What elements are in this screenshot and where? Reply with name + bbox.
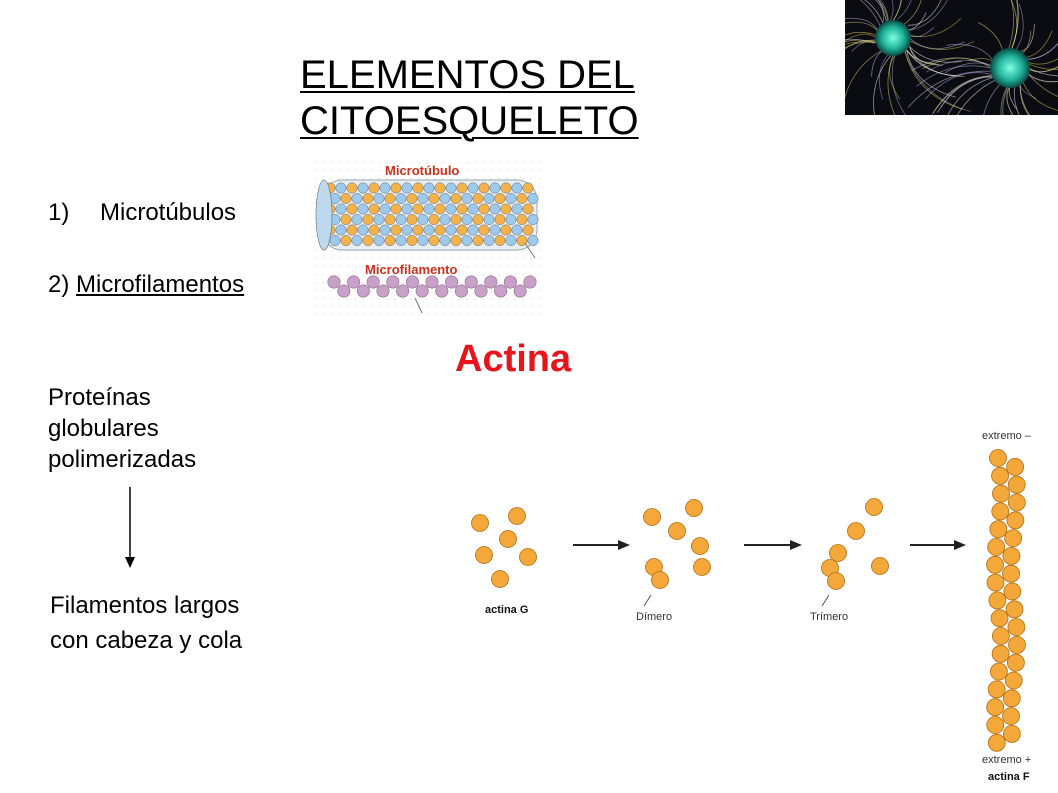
minus-end-label: extremo – bbox=[982, 430, 1032, 442]
dimer-label: Dímero bbox=[636, 611, 672, 623]
proteins-line-3: polimerizadas bbox=[48, 446, 197, 473]
actin-heading: Actina bbox=[455, 338, 572, 380]
list-label-microfilaments: Microfilamentos bbox=[76, 271, 245, 298]
trimer-label: Trímero bbox=[810, 611, 848, 623]
title-line-1: ELEMENTOS DEL bbox=[300, 53, 635, 97]
arrow-2-icon bbox=[744, 540, 802, 550]
page-title: ELEMENTOS DEL CITOESQUELETO bbox=[300, 52, 639, 144]
microfilament-label: Microfilamento bbox=[365, 262, 458, 277]
dimer-monomers bbox=[643, 499, 711, 589]
arrow-3-icon bbox=[910, 540, 966, 550]
filaments-line-1: Filamentos largos bbox=[50, 592, 240, 619]
proteins-line-2: globulares bbox=[48, 415, 159, 442]
fluorescence-micrograph bbox=[845, 0, 1058, 115]
actin-g-monomers bbox=[471, 507, 537, 588]
list-item-microtubules: 1) Microtúbulos bbox=[48, 199, 236, 227]
globular-proteins-text: Proteínas globulares polimerizadas bbox=[48, 382, 196, 475]
list-number-2: 2) bbox=[48, 271, 70, 298]
microtubule-label: Microtúbulo bbox=[385, 163, 459, 178]
list-item-microfilaments: 2) Microfilamentos bbox=[48, 271, 244, 299]
arrow-1-icon bbox=[573, 540, 630, 550]
actin-polymerization-diagram: actina G Dímero Trímero extremo – extrem… bbox=[471, 430, 1032, 783]
actin-g-label: actina G bbox=[485, 604, 528, 616]
long-filaments-text: Filamentos largos con cabeza y cola bbox=[50, 588, 242, 658]
list-label-microtubules: Microtúbulos bbox=[100, 199, 237, 226]
proteins-line-1: Proteínas bbox=[48, 384, 151, 411]
down-arrow-icon bbox=[125, 487, 135, 568]
plus-end-label: extremo + bbox=[982, 754, 1031, 766]
title-line-2: CITOESQUELETO bbox=[300, 99, 639, 143]
list-number-1: 1) bbox=[48, 199, 70, 226]
filaments-line-2: con cabeza y cola bbox=[50, 627, 243, 654]
cytoskeleton-diagram: Microtúbulo Microfilamento bbox=[310, 158, 545, 318]
actin-f-filament bbox=[986, 449, 1026, 752]
trimer-monomers bbox=[821, 498, 889, 590]
actin-f-label: actina F bbox=[988, 771, 1030, 783]
